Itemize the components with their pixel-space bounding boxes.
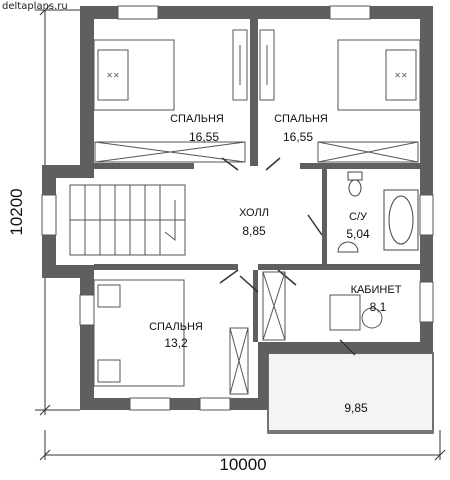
wardrobe-left [94,141,246,163]
bed-lower [93,279,185,387]
sink [337,241,359,253]
room-name-bedroom-2: СПАЛЬНЯ [274,113,328,125]
room-area-bedroom-2: 16,55 [283,130,313,144]
toilet [347,171,363,197]
room-name-hall: ХОЛЛ [239,207,269,219]
svg-text:✕✕: ✕✕ [106,71,119,80]
room-name-bedroom-1: СПАЛЬНЯ [170,113,224,125]
room-labels: СПАЛЬНЯ 16,55 СПАЛЬНЯ 16,55 ХОЛЛ 8,85 С/… [149,113,402,415]
bed-right: ✕✕ [337,39,421,111]
room-area-office: 8,1 [370,300,387,314]
room-name-bedroom-3: СПАЛЬНЯ [149,321,203,333]
room-name-bathroom: С/У [349,211,368,223]
windows [41,5,434,411]
staircase [69,184,186,256]
svg-text:✕✕: ✕✕ [394,71,407,80]
room-area-bedroom-3: 13,2 [164,336,188,350]
room-area-bathroom: 5,04 [346,227,370,241]
shelf-units [232,29,275,101]
width-dimension-label: 10000 [219,455,266,474]
room-name-office: КАБИНЕТ [351,284,402,296]
room-area-bedroom-1: 16,55 [189,130,219,144]
room-area-balcony: 9,85 [344,401,368,415]
room-area-hall: 8,85 [242,224,266,238]
height-dimension-label: 10200 [7,188,26,235]
wardrobe-right [317,141,419,163]
site-label: deltaplans.ru [2,1,68,12]
door-swings [219,157,356,356]
office-desk [262,271,383,341]
wardrobe-lower [229,327,249,395]
bathtub [383,189,419,251]
balcony [267,352,434,434]
bed-left: ✕✕ [93,39,175,111]
